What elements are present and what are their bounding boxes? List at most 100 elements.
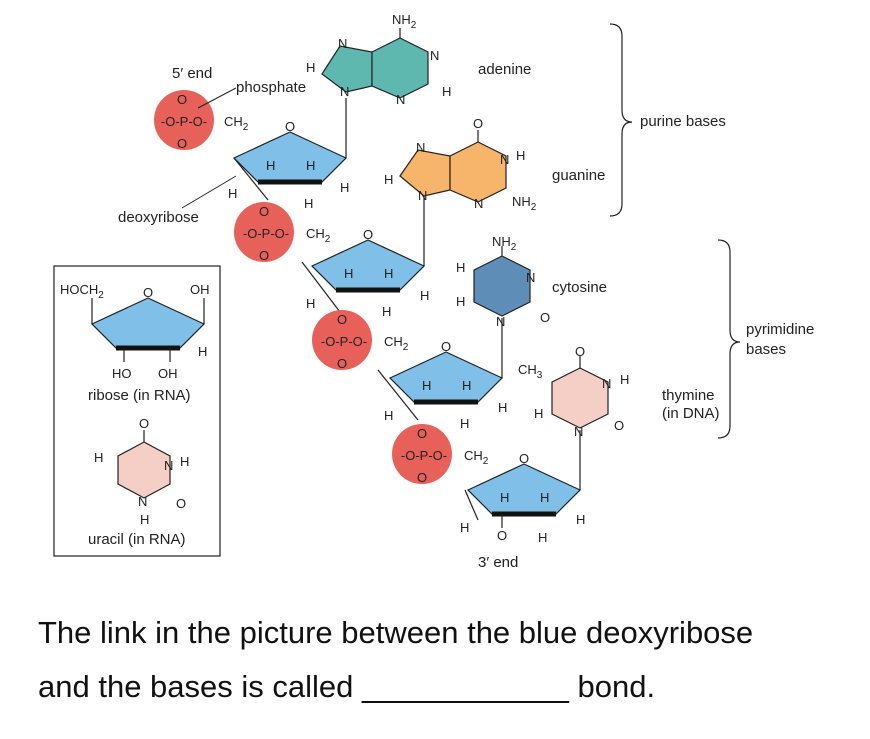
deoxyribose-label: deoxyribose	[118, 209, 199, 226]
h-atom: H	[266, 158, 275, 173]
h-atom: H	[534, 406, 543, 421]
phosphate-o-top: O	[417, 426, 427, 441]
thymine-ring	[551, 367, 609, 429]
h-atom: H	[304, 196, 313, 211]
guanine-label: guanine	[552, 167, 605, 184]
three-end-oxygen: O	[497, 528, 507, 543]
n-atom: N	[418, 188, 427, 203]
h-atom: H	[94, 450, 103, 465]
h-atom: H	[540, 490, 549, 505]
n-atom: N	[574, 424, 583, 439]
adenine-label: adenine	[478, 61, 531, 78]
phosphate-o-bottom: O	[177, 136, 187, 151]
sugar-ring	[310, 239, 426, 291]
o-atom: O	[540, 310, 550, 325]
h-atom: H	[384, 408, 393, 423]
ring-oxygen: O	[363, 227, 373, 242]
h-atom: H	[340, 180, 349, 195]
n-atom: N	[416, 140, 425, 155]
h-atom: H	[442, 84, 451, 99]
phosphate-group-1: O -O-P-O- O CH2	[154, 90, 249, 151]
uracil-ring	[117, 441, 171, 499]
sugar-ring	[466, 463, 582, 515]
cytosine-base: NH2 N N O H H	[456, 234, 550, 329]
ch2-label: CH2	[224, 114, 249, 133]
three-end-label: 3′ end	[478, 554, 518, 571]
n-atom: N	[340, 84, 349, 99]
ch2-label: CH2	[384, 334, 409, 353]
question-line-1: The link in the picture between the blue…	[38, 615, 754, 650]
ribose-sugar: O HOCH2 OH H HO OH	[60, 282, 210, 381]
phosphate-o-bottom: O	[259, 248, 269, 263]
guanine-base: O N N N N H H NH2	[384, 116, 537, 213]
phosphate-label: phosphate	[236, 79, 306, 96]
o-atom: O	[614, 418, 624, 433]
pyrimidine-brace	[717, 239, 741, 439]
five-end-label: 5′ end	[172, 65, 212, 82]
h-atom: H	[498, 400, 507, 415]
sugar-ring	[388, 351, 504, 403]
n-atom: N	[338, 36, 347, 51]
n-atom: N	[138, 494, 147, 509]
o-atom: O	[575, 344, 585, 359]
adenine-six-ring	[371, 37, 429, 99]
deoxyribose-pointer	[181, 175, 237, 209]
phosphate-opo: -O-P-O-	[243, 226, 289, 241]
h-atom: H	[140, 512, 149, 527]
phosphate-circle	[154, 90, 214, 150]
pyrimidine-label-2: bases	[746, 341, 786, 358]
h-atom: H	[384, 172, 393, 187]
ribose-ring	[90, 297, 206, 349]
purine-brace	[609, 23, 633, 217]
cytosine-nh2: NH2	[492, 234, 517, 253]
h-atom: H	[516, 148, 525, 163]
o-atom: O	[473, 116, 483, 131]
phosphate-o-top: O	[259, 204, 269, 219]
h-atom: H	[576, 512, 585, 527]
oh-label-2: OH	[158, 366, 178, 381]
question-line-2: and the bases is called ____________ bon…	[38, 669, 656, 704]
thymine-base: O CH3 N N O H H	[518, 344, 629, 439]
n-atom: N	[526, 270, 535, 285]
phosphate-circle	[234, 202, 294, 262]
nucleotide-diagram: O -O-P-O- O CH2 O -O-P-O- O CH2 O -O-P-O…	[53, 12, 814, 571]
backbone-bond-4	[464, 489, 479, 521]
o-atom: O	[139, 416, 149, 431]
deoxyribose-sugar-1: O H H H H H	[228, 98, 349, 211]
h-atom: H	[620, 372, 629, 387]
h-atom: H	[306, 158, 315, 173]
h-atom: H	[382, 304, 391, 319]
h-atom: H	[384, 266, 393, 281]
pyrimidine-label-1: pyrimidine	[746, 321, 814, 338]
deoxyribose-sugar-2: O H H H H H	[306, 196, 429, 319]
sugar-ring	[232, 131, 348, 183]
thymine-ch3: CH3	[518, 362, 543, 381]
phosphate-o-bottom: O	[337, 356, 347, 371]
n-atom: N	[396, 92, 405, 107]
cytosine-ring	[473, 255, 531, 317]
h-atom: H	[422, 378, 431, 393]
phosphate-opo: -O-P-O-	[321, 334, 367, 349]
h-atom: H	[344, 266, 353, 281]
h-atom: H	[460, 416, 469, 431]
backbone-bond-2	[301, 261, 341, 313]
deoxyribose-sugar-3: O H H H H H	[384, 318, 507, 431]
rna-inset-box	[53, 265, 221, 557]
phosphate-o-bottom: O	[417, 470, 427, 485]
purine-bases-label: purine bases	[640, 113, 726, 130]
n-atom: N	[496, 314, 505, 329]
h-atom: H	[500, 490, 509, 505]
n-atom: N	[430, 48, 439, 63]
cytosine-label: cytosine	[552, 279, 607, 296]
phosphate-group-2: O -O-P-O- O CH2	[234, 202, 331, 263]
h-atom: H	[538, 530, 547, 545]
h-atom: H	[456, 294, 465, 309]
phosphate-opo: -O-P-O-	[401, 448, 447, 463]
n-atom: N	[164, 458, 173, 473]
adenine-nh2: NH2	[392, 12, 417, 31]
o-atom: O	[176, 496, 186, 511]
deoxyribose-sugar-4: O H H H H H O	[460, 430, 585, 545]
phosphate-circle	[392, 424, 452, 484]
h-atom: H	[228, 186, 237, 201]
phosphate-group-3: O -O-P-O- O CH2	[312, 310, 409, 371]
